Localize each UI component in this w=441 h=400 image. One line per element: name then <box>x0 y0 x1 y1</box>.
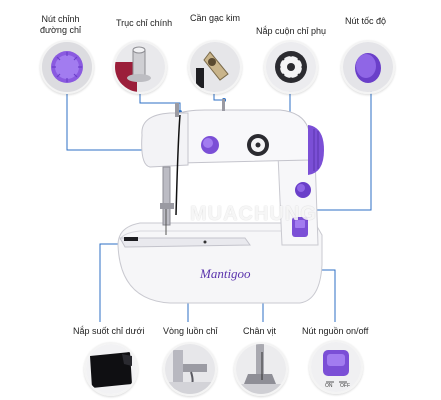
bobbin-case-cover-thumbnail <box>84 342 138 396</box>
brand-logo-text: Mantigoo <box>200 266 251 281</box>
thread-guide-icon <box>165 344 215 394</box>
bobbin-cover-thumbnail <box>264 40 318 94</box>
power-switch-label: Nút nguồn on/off <box>302 326 369 336</box>
needle-bar-label: Cần gạc kim <box>190 13 241 23</box>
thread-tension-knob-thumbnail <box>40 40 94 94</box>
tension-knob-icon <box>42 42 92 92</box>
needle-bar-thumbnail <box>188 40 242 94</box>
presser-foot-icon <box>236 344 286 394</box>
switch-on-text: ON <box>325 383 333 389</box>
switch-off-text: OFF <box>340 383 350 389</box>
thread-loop-thumbnail <box>163 342 217 396</box>
spool-pin-icon <box>115 42 165 92</box>
power-switch-thumbnail: ON OFF <box>309 340 363 394</box>
thread-loop-label: Vòng luồn chỉ <box>163 326 218 336</box>
speed-button-label: Nút tốc độ <box>345 16 387 26</box>
power-switch-icon <box>311 342 361 392</box>
sewing-machine-illustration <box>117 99 324 304</box>
speed-knob-icon <box>343 42 393 92</box>
bobbin-winder-icon <box>266 42 316 92</box>
main-spool-thumbnail <box>113 40 167 94</box>
presser-foot-thumbnail <box>234 342 288 396</box>
main-spool-label: Trục chỉ chính <box>116 18 173 28</box>
watermark-text: MUACHUNG <box>190 203 317 225</box>
bobbin-cover-label: Nắp cuộn chỉ phụ <box>256 26 327 36</box>
bobbin-case-cover-label: Nắp suốt chỉ dưới <box>73 326 145 336</box>
presser-foot-label: Chân vịt <box>243 326 277 336</box>
needle-lever-icon <box>190 42 240 92</box>
speed-button-thumbnail <box>341 40 395 94</box>
bobbin-cover-plate-icon <box>86 344 136 394</box>
